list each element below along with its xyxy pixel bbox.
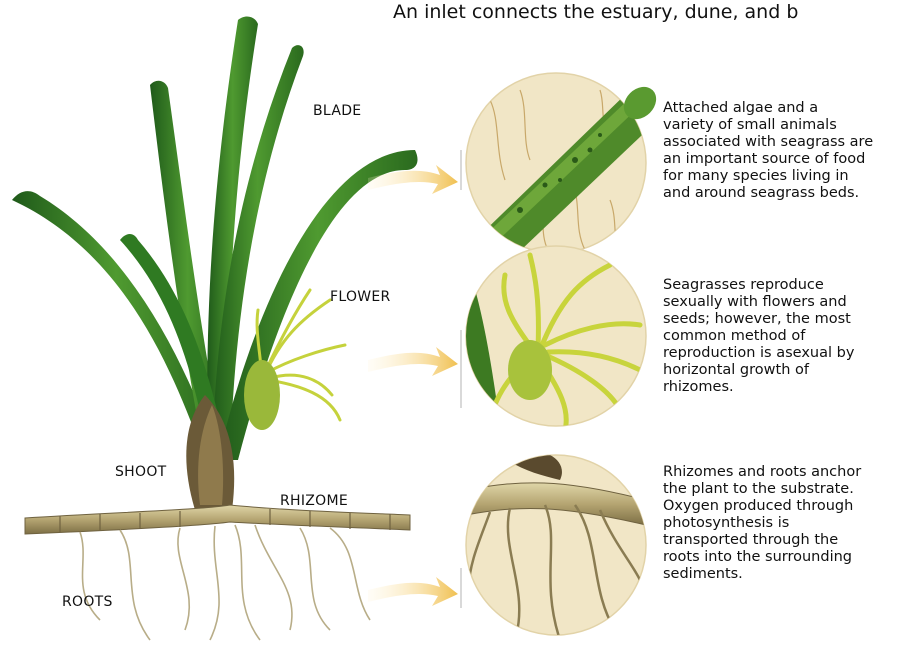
- description-line: common method of: [663, 328, 913, 345]
- plant-rhizome: [25, 505, 410, 534]
- plant-flower: [244, 290, 345, 430]
- detail-circle-flower: [466, 246, 646, 430]
- label-flower: FLOWER: [330, 289, 391, 305]
- description-blade: Attached algae and a variety of small an…: [663, 100, 913, 202]
- description-line: an important source of food: [663, 151, 913, 168]
- description-line: sediments.: [663, 566, 913, 583]
- arrow-rhizome: [368, 577, 458, 606]
- plant-roots: [80, 525, 370, 640]
- description-rhizome: Rhizomes and roots anchor the plant to t…: [663, 464, 913, 583]
- description-line: and around seagrass beds.: [663, 185, 913, 202]
- arrow-flower: [368, 347, 458, 376]
- description-line: for many species living in: [663, 168, 913, 185]
- description-flower: Seagrasses reproduce sexually with flowe…: [663, 277, 913, 396]
- label-rhizome: RHIZOME: [280, 493, 348, 509]
- description-line: sexually with flowers and: [663, 294, 913, 311]
- description-line: Attached algae and a: [663, 100, 913, 117]
- description-line: rhizomes.: [663, 379, 913, 396]
- description-line: photosynthesis is: [663, 515, 913, 532]
- detail-circle-blade: [466, 73, 663, 270]
- description-line: Oxygen produced through: [663, 498, 913, 515]
- description-line: Rhizomes and roots anchor: [663, 464, 913, 481]
- description-line: variety of small animals: [663, 117, 913, 134]
- description-line: reproduction is asexual by: [663, 345, 913, 362]
- description-line: Seagrasses reproduce: [663, 277, 913, 294]
- description-line: roots into the surrounding: [663, 549, 913, 566]
- description-line: seeds; however, the most: [663, 311, 913, 328]
- description-line: associated with seagrass are: [663, 134, 913, 151]
- plant-blades: [12, 17, 418, 460]
- description-line: transported through the: [663, 532, 913, 549]
- description-line: horizontal growth of: [663, 362, 913, 379]
- detail-circle-rhizome: [466, 455, 646, 640]
- label-roots: ROOTS: [62, 594, 113, 610]
- label-shoot: SHOOT: [115, 464, 167, 480]
- description-line: the plant to the substrate.: [663, 481, 913, 498]
- label-blade: BLADE: [313, 103, 361, 119]
